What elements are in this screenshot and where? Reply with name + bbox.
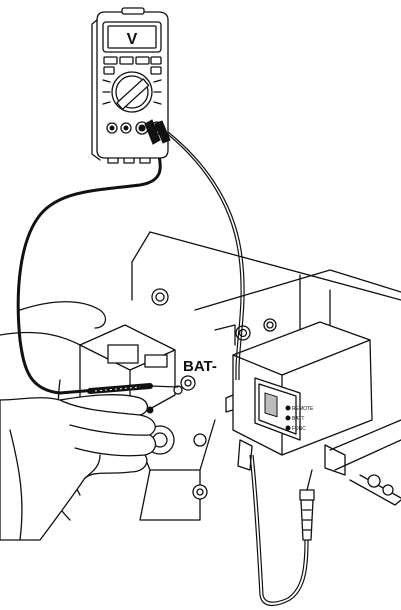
red-test-lead-outer	[165, 132, 241, 380]
red-probe	[300, 470, 314, 540]
bat-negative-terminal-label: BAT-	[183, 358, 217, 375]
controller-module: REMOTE BATT FUNC	[226, 322, 372, 475]
indicator-label-remote: REMOTE	[292, 406, 314, 412]
indicator-label-func: FUNC	[292, 426, 306, 432]
indicator-label-batt: BATT	[292, 416, 304, 422]
digital-multimeter: V	[92, 8, 170, 163]
meter-display-unit: V	[127, 31, 138, 48]
